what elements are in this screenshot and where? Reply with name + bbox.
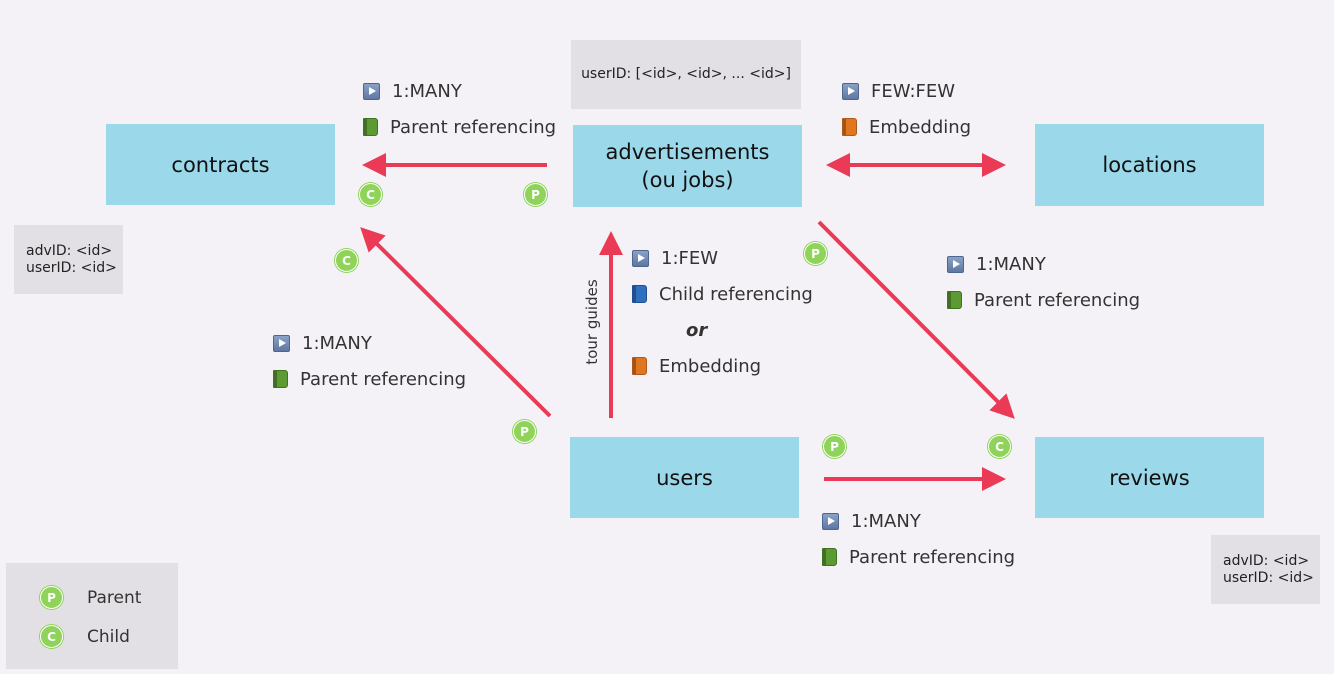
- orange-book-icon: [842, 118, 857, 136]
- cardinality-label: 1:MANY: [976, 253, 1046, 275]
- arrow-users-to-contracts: [360, 227, 552, 418]
- tour-guides-label: tour guides: [583, 279, 601, 365]
- note-line: advID: <id>: [1223, 552, 1310, 569]
- parent-badge-icon: P: [40, 586, 63, 609]
- cardinality-label: 1:MANY: [392, 80, 462, 102]
- child-badge-icon: C: [40, 625, 63, 648]
- legend-child: C Child: [40, 625, 130, 648]
- child-badge-contracts-adv: C: [359, 183, 382, 206]
- play-icon: [363, 82, 380, 100]
- legend-parent: P Parent: [40, 586, 141, 609]
- entity-label: locations: [1102, 153, 1197, 177]
- method-label: Parent referencing: [390, 116, 557, 138]
- play-icon: [822, 512, 839, 530]
- legend-child-label: Child: [87, 626, 130, 647]
- relation-users-reviews: 1:MANY Parent referencing: [822, 503, 1015, 575]
- method-label: Parent referencing: [849, 546, 1016, 568]
- legend: P Parent C Child: [6, 563, 178, 669]
- entity-reviews: reviews: [1035, 437, 1264, 518]
- play-icon: [273, 334, 290, 352]
- green-book-icon: [822, 548, 837, 566]
- note-text: userID: [<id>, <id>, ... <id>]: [581, 66, 791, 82]
- relation-adv-contracts: 1:MANY Parent referencing: [363, 73, 556, 145]
- or-label: or: [686, 319, 708, 341]
- entity-users: users: [570, 437, 799, 518]
- method-alt-label: Embedding: [659, 355, 762, 377]
- relation-adv-locations: FEW:FEW Embedding: [842, 73, 971, 145]
- relation-adv-reviews: 1:MANY Parent referencing: [947, 246, 1140, 318]
- green-book-icon: [363, 118, 378, 136]
- entity-label: contracts: [171, 152, 270, 177]
- child-badge-contracts-users: C: [335, 249, 358, 272]
- parent-badge-users-contracts: P: [513, 420, 536, 443]
- parent-badge-adv-reviews: P: [804, 242, 827, 265]
- play-icon: [947, 255, 964, 273]
- parent-badge-adv-contracts: P: [524, 183, 547, 206]
- arrow-adv-to-reviews: [817, 220, 1015, 419]
- cardinality-label: FEW:FEW: [871, 80, 956, 102]
- note-line: userID: <id>: [26, 259, 117, 276]
- child-badge-reviews: C: [988, 435, 1011, 458]
- relation-users-contracts: 1:MANY Parent referencing: [273, 325, 466, 397]
- reviews-note: advID: <id> userID: <id>: [1211, 535, 1320, 604]
- note-line: advID: <id>: [26, 242, 113, 259]
- method-label: Parent referencing: [974, 289, 1141, 311]
- green-book-icon: [273, 370, 288, 388]
- play-icon: [632, 249, 649, 267]
- entity-contracts: contracts: [106, 124, 335, 205]
- relation-users-adv: 1:FEW Child referencing or Embedding: [632, 240, 813, 384]
- method-label: Child referencing: [659, 283, 813, 305]
- entity-sublabel: (ou jobs): [641, 168, 734, 192]
- entity-label: reviews: [1109, 465, 1190, 490]
- method-label: Embedding: [869, 116, 972, 138]
- entity-advertisements: advertisements (ou jobs): [573, 125, 802, 207]
- orange-book-icon: [632, 357, 647, 375]
- legend-parent-label: Parent: [87, 587, 142, 608]
- entity-label: advertisements: [605, 140, 770, 164]
- play-icon: [842, 82, 859, 100]
- green-book-icon: [947, 291, 962, 309]
- method-label: Parent referencing: [300, 368, 467, 390]
- note-line: userID: <id>: [1223, 569, 1314, 586]
- advertisements-note: userID: [<id>, <id>, ... <id>]: [571, 40, 801, 109]
- entity-label: users: [656, 465, 713, 490]
- cardinality-label: 1:FEW: [661, 247, 719, 269]
- entity-locations: locations: [1035, 124, 1264, 206]
- cardinality-label: 1:MANY: [851, 510, 921, 532]
- parent-badge-users-reviews: P: [823, 435, 846, 458]
- cardinality-label: 1:MANY: [302, 332, 372, 354]
- blue-book-icon: [632, 285, 647, 303]
- contracts-note: advID: <id> userID: <id>: [14, 225, 123, 294]
